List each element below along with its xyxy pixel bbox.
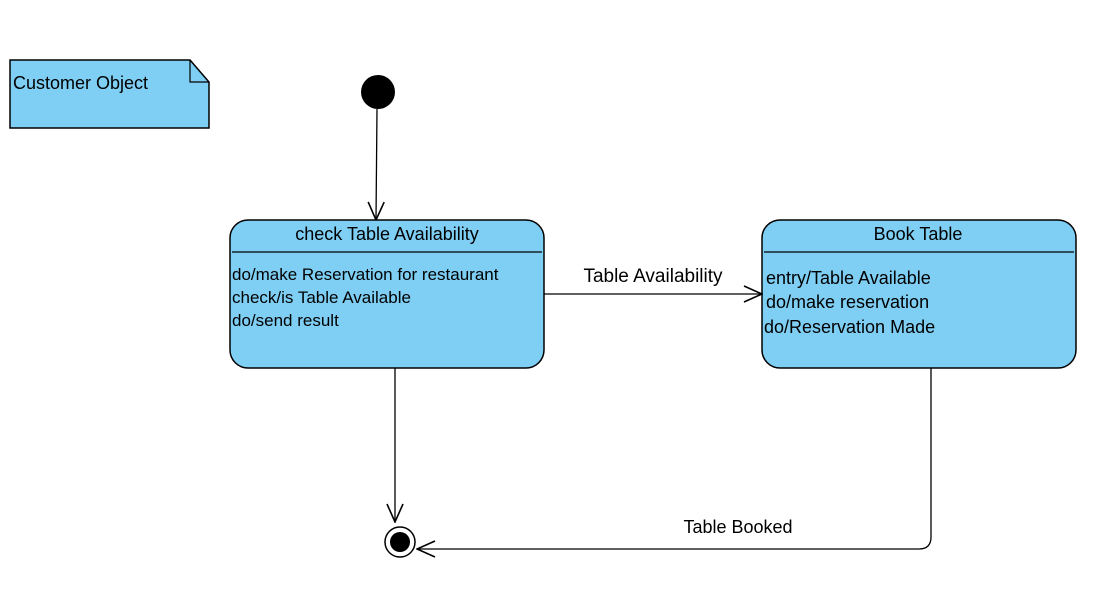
state-title: Book Table: [874, 224, 963, 244]
initial-transition-arrow: [376, 108, 377, 220]
state-activity: do/make Reservation for restaurant: [232, 265, 499, 284]
state-activity: do/send result: [232, 311, 339, 330]
note-label: Customer Object: [13, 73, 148, 93]
transition-table-booked-arrow[interactable]: [417, 368, 932, 549]
state-activity: check/is Table Available: [232, 288, 411, 307]
state-title: check Table Availability: [295, 224, 478, 244]
final-state[interactable]: [384, 526, 416, 558]
state-activity: do/make reservation: [766, 292, 929, 312]
state-check-table-availability[interactable]: check Table Availability do/make Reserva…: [229, 219, 545, 369]
transition-label: Table Booked: [683, 517, 792, 537]
initial-state[interactable]: [361, 75, 395, 109]
state-activity: do/Reservation Made: [764, 317, 935, 337]
state-book-table[interactable]: Book Table entry/Table Available do/make…: [761, 219, 1077, 369]
state-activity: entry/Table Available: [766, 268, 931, 288]
customer-object-note[interactable]: Customer Object: [9, 59, 210, 129]
transition-label: Table Availability: [583, 266, 723, 287]
